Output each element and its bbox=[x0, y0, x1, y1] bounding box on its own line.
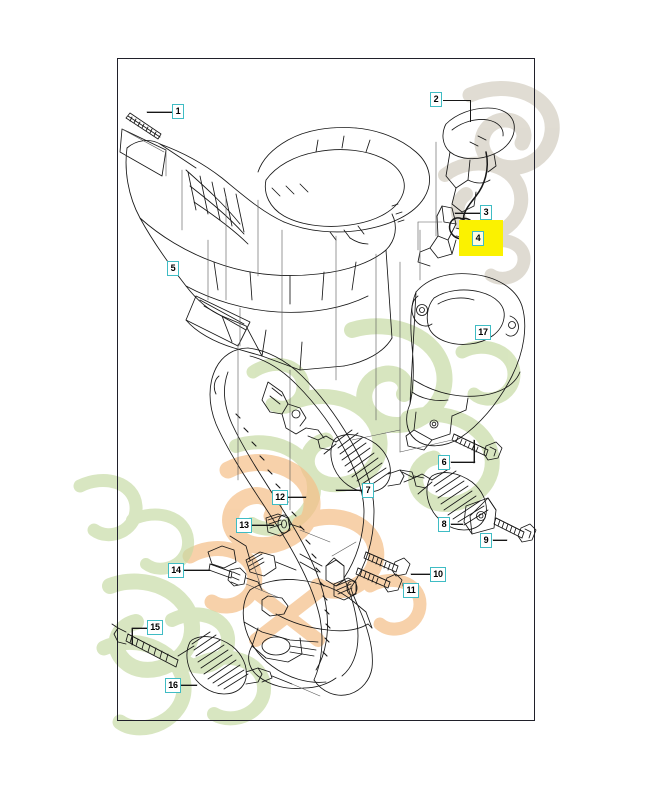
leader-line-2 bbox=[443, 100, 470, 101]
leader-line-6 bbox=[451, 462, 475, 463]
leader-line-8 bbox=[451, 524, 463, 525]
leader-line-1 bbox=[147, 112, 172, 113]
callout-label-12[interactable]: 12 bbox=[272, 490, 288, 505]
callout-label-5[interactable]: 5 bbox=[167, 261, 179, 276]
callout-label-3[interactable]: 3 bbox=[480, 205, 492, 220]
leader-line-10 bbox=[411, 574, 430, 575]
leader-line-6b bbox=[474, 440, 475, 463]
callout-label-9[interactable]: 9 bbox=[480, 533, 492, 548]
callout-label-11[interactable]: 11 bbox=[403, 583, 419, 598]
callout-label-13[interactable]: 13 bbox=[236, 518, 252, 533]
callout-label-14[interactable]: 14 bbox=[168, 563, 184, 578]
leader-line-16 bbox=[181, 685, 197, 686]
leader-line-2b bbox=[470, 100, 471, 122]
leader-line-13 bbox=[252, 525, 274, 526]
callout-label-4[interactable]: 4 bbox=[472, 231, 484, 246]
leader-line-12 bbox=[288, 497, 306, 498]
callout-label-7[interactable]: 7 bbox=[362, 483, 374, 498]
callout-label-2[interactable]: 2 bbox=[430, 92, 442, 107]
leader-line-15 bbox=[132, 628, 147, 629]
leader-line-9 bbox=[493, 540, 507, 541]
callout-label-17[interactable]: 17 bbox=[475, 325, 491, 340]
diagram-frame bbox=[117, 58, 535, 721]
leader-line-15b bbox=[132, 628, 133, 645]
callout-label-16[interactable]: 16 bbox=[165, 678, 181, 693]
callout-label-10[interactable]: 10 bbox=[430, 567, 446, 582]
leader-line-7 bbox=[336, 490, 362, 491]
callout-label-8[interactable]: 8 bbox=[438, 517, 450, 532]
leader-line-14 bbox=[184, 570, 210, 571]
callout-label-15[interactable]: 15 bbox=[147, 620, 163, 635]
leader-line-3 bbox=[455, 213, 480, 214]
callout-label-6[interactable]: 6 bbox=[438, 455, 450, 470]
callout-label-1[interactable]: 1 bbox=[172, 104, 184, 119]
